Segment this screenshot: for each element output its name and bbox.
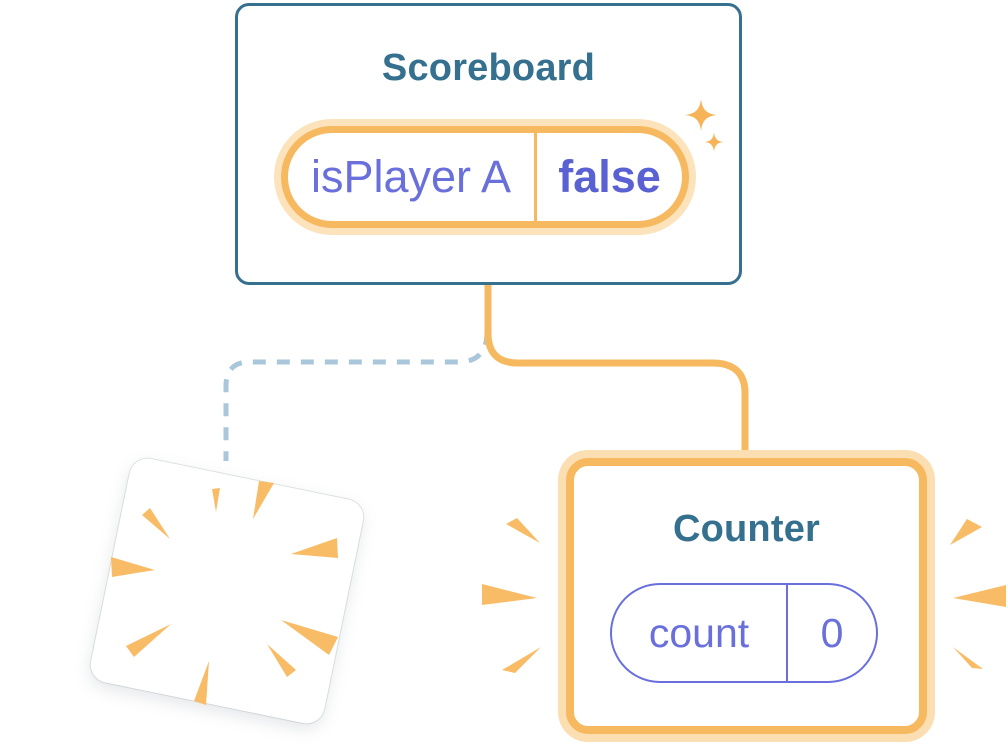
counter-state-value: 0 [820, 609, 844, 656]
counter-state-key: count [648, 609, 750, 656]
pill-divider [786, 585, 788, 681]
scoreboard-state-value: false [558, 151, 661, 202]
dashed-connector-line [223, 331, 490, 461]
pill-divider [534, 133, 537, 221]
counter-component-card: Counter count 0 [566, 458, 927, 734]
counter-state-pill: count 0 [610, 583, 878, 683]
scoreboard-component-card: Scoreboard isPlayer A false [235, 3, 742, 285]
scoreboard-state-pill: isPlayer A false [281, 126, 689, 228]
scoreboard-title: Scoreboard [381, 47, 596, 89]
destroyed-component-card [87, 455, 367, 727]
scoreboard-state-key: isPlayer A [310, 151, 512, 202]
counter-title: Counter [672, 508, 821, 550]
solid-connector-line [484, 282, 749, 460]
